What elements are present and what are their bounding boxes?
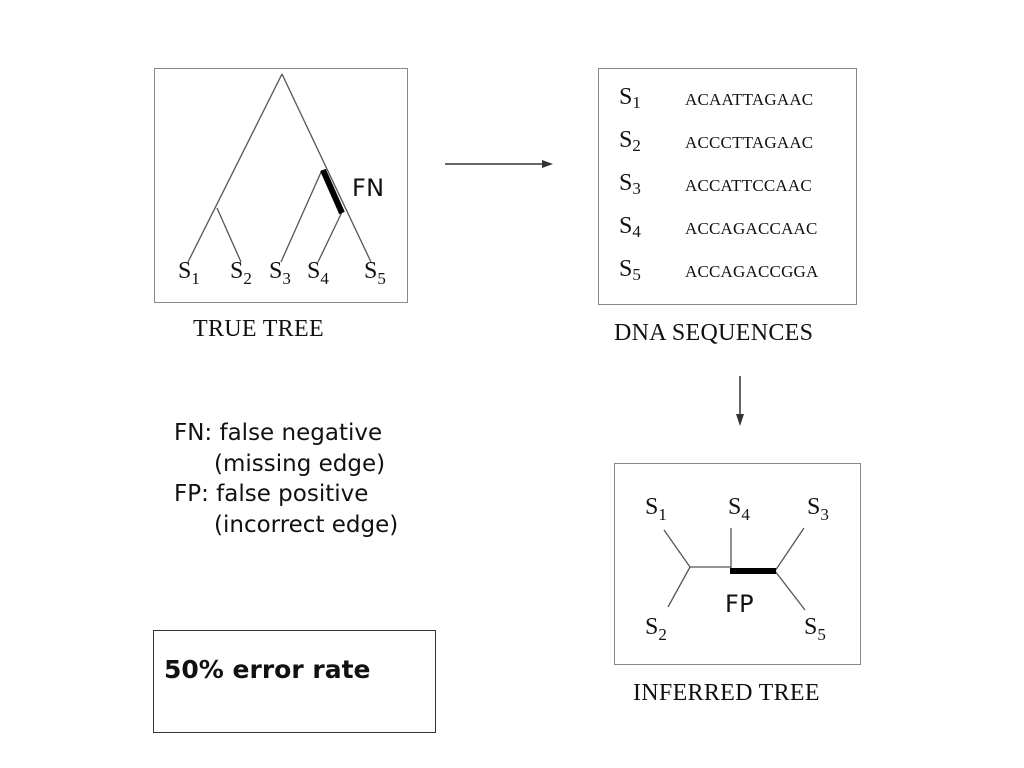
legend-fp: FP: false positive — [174, 481, 369, 507]
s3-edge — [774, 527, 805, 572]
true-tree-leaf-s4: S4 — [307, 258, 329, 288]
inferred-leaf-s5: S5 — [804, 614, 826, 644]
fp-label: FP — [725, 590, 754, 618]
fn-edge — [320, 168, 345, 215]
true-tree-leaf-s2: S2 — [230, 258, 252, 288]
true-tree-leaf-s3: S3 — [269, 258, 291, 288]
s4-edge — [317, 211, 343, 263]
legend: FN: false negative (missing edge) FP: fa… — [174, 418, 398, 540]
dna-row-label: S1 — [619, 84, 641, 112]
inferred-leaf-s3: S3 — [807, 494, 829, 524]
dna-row-label: S3 — [619, 170, 641, 198]
fn-label: FN — [352, 174, 385, 202]
true-tree-leaf-s1: S1 — [178, 258, 200, 288]
s3-edge — [280, 169, 323, 263]
s2-edge — [216, 207, 242, 263]
true-tree-panel — [154, 68, 408, 303]
error-rate-box: 50% error rate — [153, 630, 436, 733]
dna-row-label: S2 — [619, 127, 641, 155]
s2-edge — [667, 566, 691, 608]
inferred-leaf-s2: S2 — [645, 614, 667, 644]
true-tree-leaf-s5: S5 — [364, 258, 386, 288]
dna-sequences-caption: DNA SEQUENCES — [614, 320, 814, 346]
dna-sequence: ACCATTCCAAC — [685, 176, 812, 195]
legend-fn-desc: (missing edge) — [214, 450, 386, 477]
dna-sequence: ACCCTTAGAAC — [685, 133, 814, 152]
inferred-tree-panel — [614, 463, 861, 665]
dna-sequence: ACCAGACCGGA — [685, 262, 819, 281]
dna-sequences-panel: S1 ACAATTAGAAC S2 ACCCTTAGAAC S3 ACCATTC… — [598, 68, 857, 305]
inferred-leaf-s1: S1 — [645, 494, 667, 524]
dna-sequence: ACAATTAGAAC — [685, 90, 814, 109]
legend-fn: FN: false negative — [174, 420, 383, 446]
s1-edge — [663, 529, 691, 568]
dna-row-label: S4 — [619, 213, 641, 241]
dna-row-label: S5 — [619, 256, 641, 284]
legend-fp-desc: (incorrect edge) — [214, 511, 399, 538]
root-right-edge — [281, 73, 372, 263]
true-tree-caption: TRUE TREE — [193, 316, 324, 342]
inferred-leaf-s4: S4 — [728, 494, 750, 524]
inferred-tree-caption: INFERRED TREE — [633, 680, 820, 706]
error-rate-text: 50% error rate — [164, 655, 371, 684]
dna-sequence: ACCAGACCAAC — [685, 219, 818, 238]
root-left-edge — [187, 73, 283, 263]
s5-edge — [774, 570, 806, 611]
